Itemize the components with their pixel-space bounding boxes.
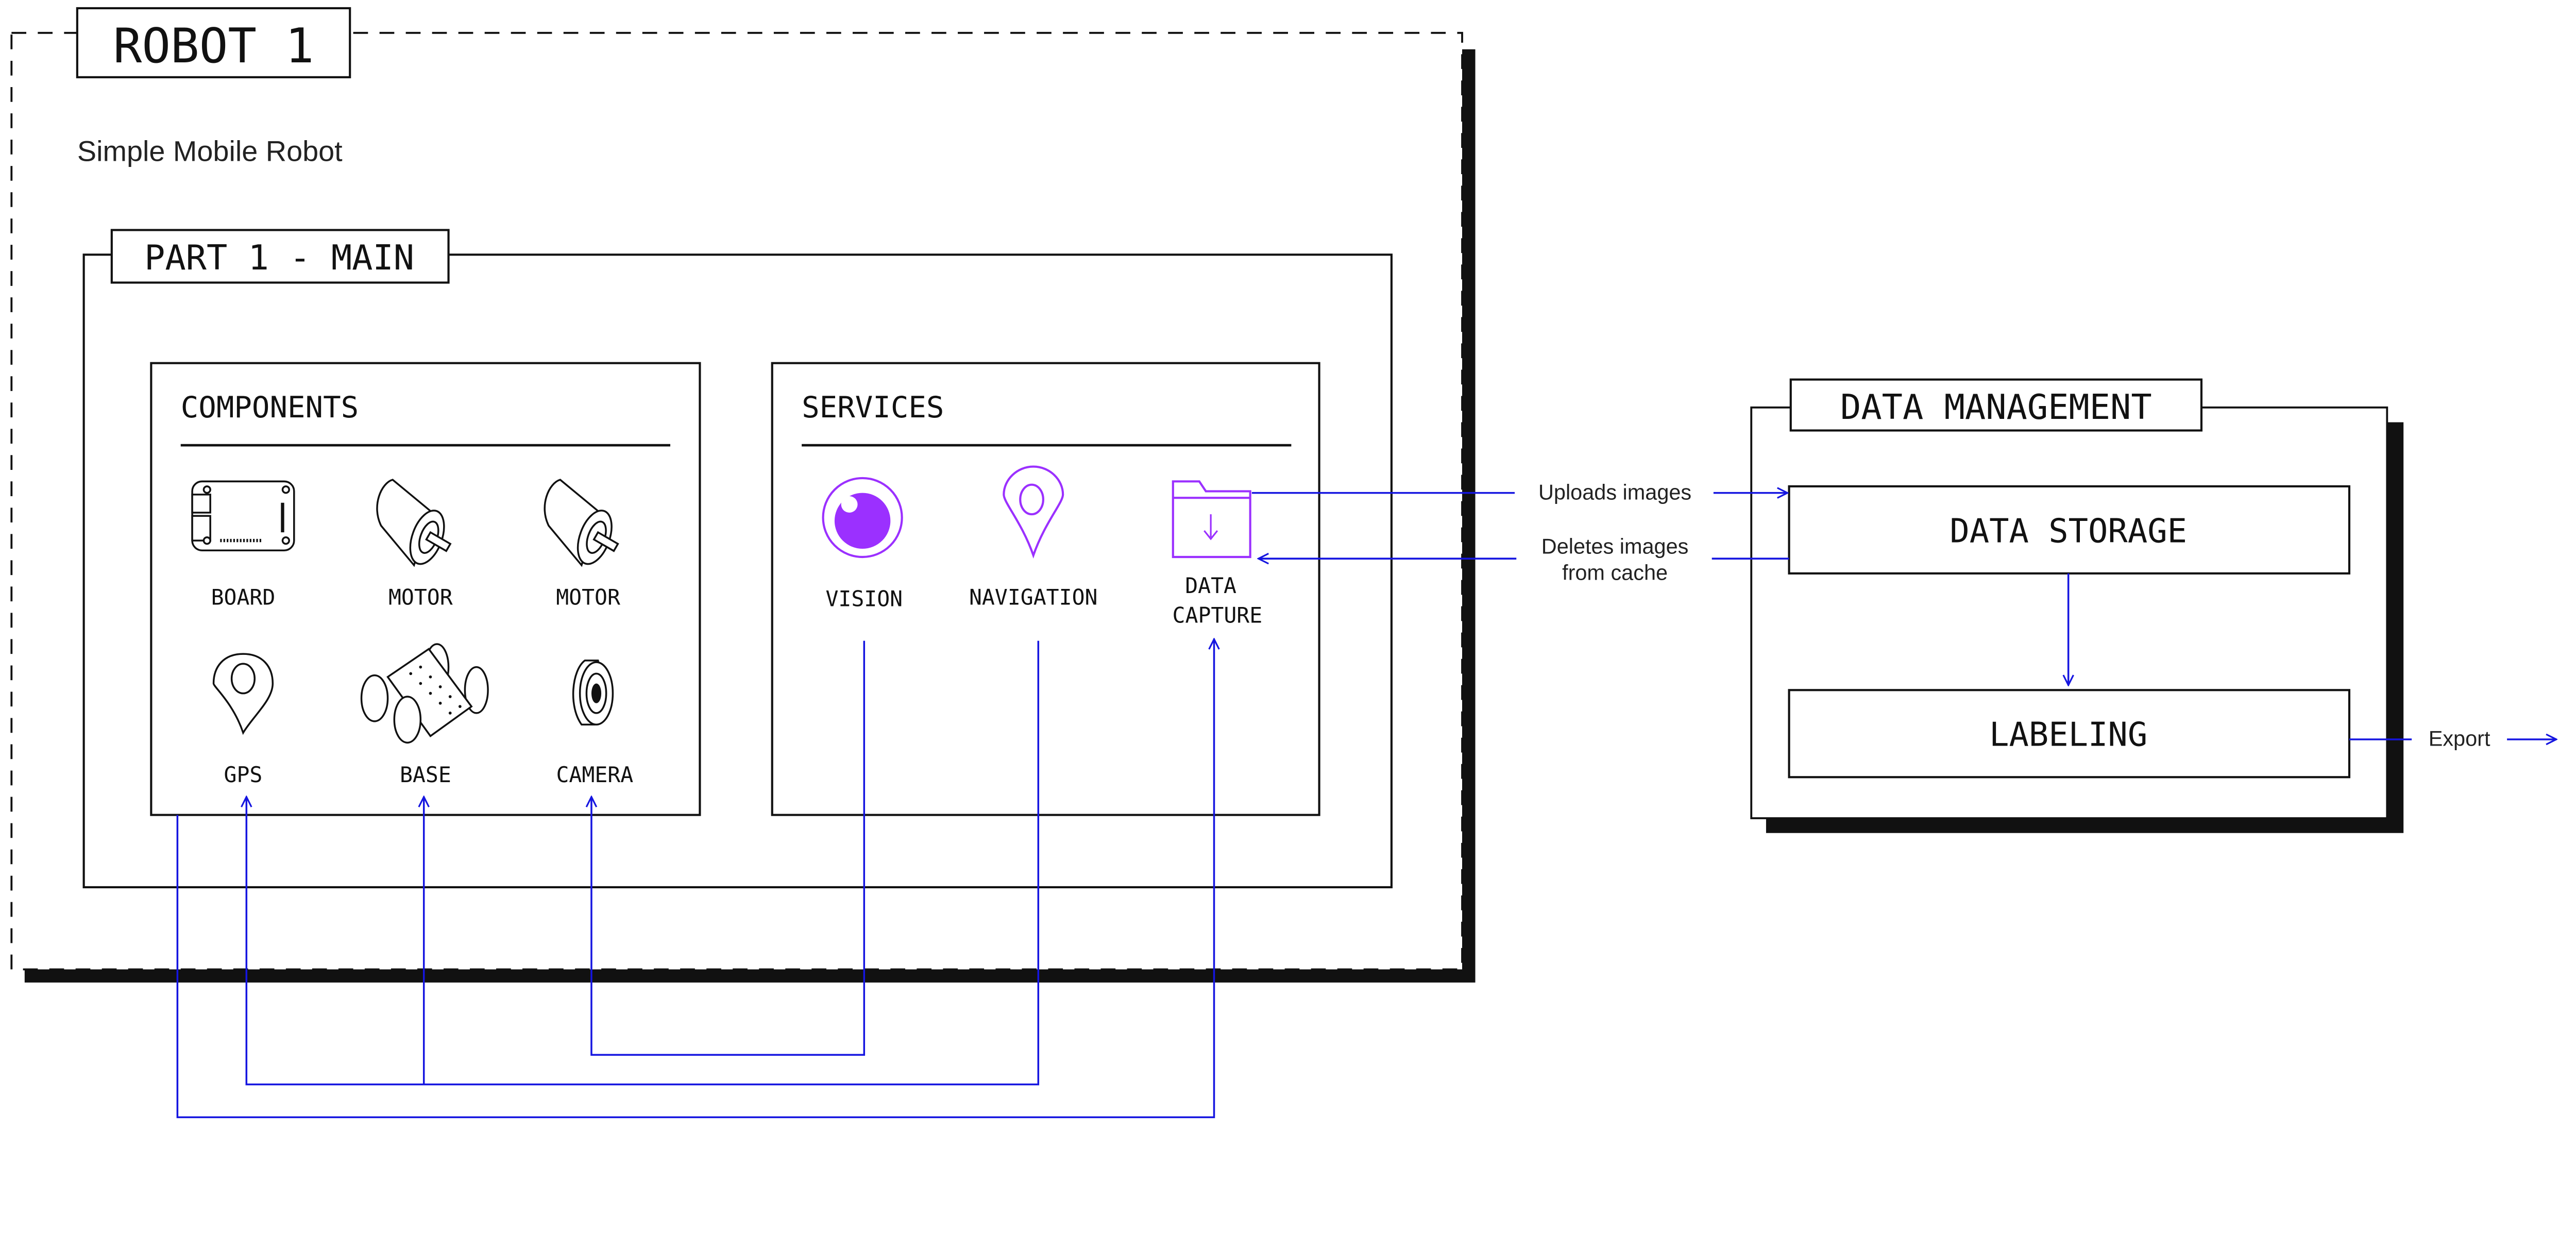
part-title-box: [110, 229, 450, 284]
robot-container: ROBOT 1 Simple Mobile Robot: [10, 7, 1476, 983]
services-panel: SERVICES VISION NAVIGATION: [771, 362, 1320, 816]
data-storage-label: DATA STORAGE: [1950, 512, 2187, 550]
component-label: MOTOR: [388, 585, 453, 610]
deletes-label-line1: Deletes images: [1541, 534, 1689, 559]
service-label: VISION: [825, 587, 903, 612]
component-label: BOARD: [211, 585, 276, 610]
component-camera[interactable]: CAMERA: [556, 660, 633, 787]
component-label: CAMERA: [556, 763, 633, 787]
rover-base-icon: [360, 643, 489, 744]
robot-architecture-diagram: ROBOT 1 Simple Mobile Robot PART 1 - MAI…: [10, 7, 2576, 1119]
navigation-to-gps-connector: [246, 640, 1040, 1086]
data-management-title-box: [1789, 378, 2203, 432]
components-panel: COMPONENTS BOARD MOTOR: [150, 362, 701, 816]
motor-icon: [376, 479, 452, 567]
part-container: PART 1 - MAIN: [82, 229, 1393, 889]
data-management-panel: DATA MANAGEMENT DATA STORAGE LABELING: [1750, 378, 2404, 833]
component-motor-1[interactable]: MOTOR: [376, 479, 453, 610]
board-icon: [191, 480, 295, 551]
component-motor-2[interactable]: MOTOR: [544, 479, 620, 610]
service-vision[interactable]: VISION: [822, 477, 903, 612]
component-label: GPS: [224, 763, 263, 787]
services-border: [771, 362, 1320, 816]
vision-to-camera-connector: [591, 640, 866, 1056]
map-pin-icon: [1003, 465, 1064, 559]
labeling-label: LABELING: [1989, 716, 2147, 754]
motor-icon: [544, 479, 619, 567]
service-label-line2: CAPTURE: [1173, 603, 1263, 628]
gps-pin-icon: [212, 653, 274, 735]
component-label: MOTOR: [556, 585, 620, 610]
folder-download-icon: [1172, 480, 1251, 559]
component-gps[interactable]: GPS: [212, 653, 274, 787]
service-label-line1: DATA: [1185, 573, 1236, 598]
component-board[interactable]: BOARD: [191, 480, 295, 610]
data-storage-box[interactable]: DATA STORAGE: [1788, 485, 2351, 575]
deletes-label-line2: from cache: [1562, 561, 1668, 585]
components-title: COMPONENTS: [181, 390, 359, 425]
component-base[interactable]: BASE: [360, 643, 489, 787]
eye-icon: [822, 477, 903, 559]
service-navigation[interactable]: NAVIGATION: [969, 465, 1097, 610]
service-data-capture[interactable]: DATA CAPTURE: [1172, 480, 1263, 628]
data-management-title: DATA MANAGEMENT: [1840, 387, 2152, 427]
external-connectors: Uploads images Deletes images from cache…: [1251, 480, 2556, 751]
robot-subtitle: Simple Mobile Robot: [77, 135, 343, 167]
camera-icon: [572, 660, 614, 726]
components-to-data-capture-connector: [176, 639, 1214, 1119]
service-label: NAVIGATION: [969, 585, 1097, 610]
component-label: BASE: [400, 763, 451, 787]
part-border: [82, 254, 1393, 889]
services-title: SERVICES: [802, 390, 944, 425]
part-title: PART 1 - MAIN: [144, 238, 414, 278]
robot-title-box: [76, 7, 351, 78]
robot-title: ROBOT 1: [113, 18, 314, 74]
internal-connectors: [176, 639, 1214, 1119]
labeling-box[interactable]: LABELING: [1788, 689, 2351, 779]
components-border: [150, 362, 701, 816]
uploads-label: Uploads images: [1538, 480, 1691, 504]
export-label: Export: [2429, 727, 2490, 751]
